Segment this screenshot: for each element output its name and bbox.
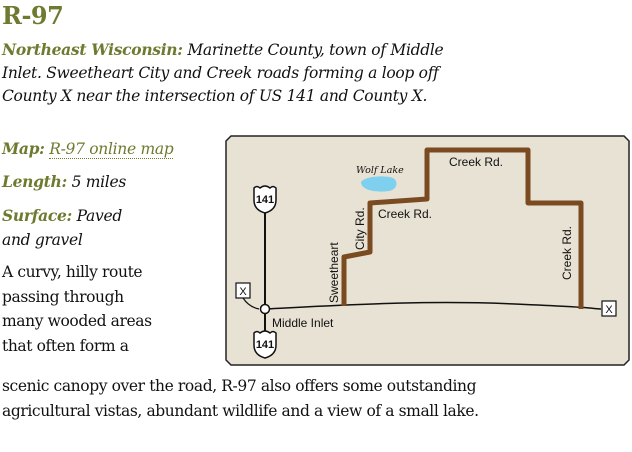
map-info: Map: R-97 online map (2, 137, 174, 161)
route-intro: Northeast Wisconsin: Marinette County, t… (2, 38, 562, 108)
length-value: 5 miles (71, 173, 127, 191)
middle-inlet-label: Middle Inlet (272, 316, 334, 330)
description-line: agricultural vistas, abundant wildlife a… (2, 402, 479, 420)
county-x-connector (242, 297, 260, 310)
county-x-shield-right-icon: X (601, 300, 617, 317)
r97-route-line (341, 147, 584, 309)
map-label: Map: (2, 139, 45, 158)
description-wide: scenic canopy over the road, R-97 also o… (2, 374, 632, 424)
wolf-lake-label: Wolf Lake (356, 165, 404, 176)
middle-inlet-junction-icon (259, 303, 271, 315)
creek-rd-top-label: Creek Rd. (449, 155, 503, 169)
county-x-shield-left-icon: X (235, 282, 251, 299)
intro-line-1: Marinette County, town of Middle (187, 41, 444, 59)
description-line: A curvy, hilly route (2, 263, 143, 281)
surface-info: Surface: Paved (2, 204, 122, 228)
length-info: Length: 5 miles (2, 170, 126, 194)
wolf-lake-icon (361, 176, 397, 192)
city-rd-label: City Rd. (353, 207, 367, 250)
creek-rd-right-label: Creek Rd. (560, 226, 574, 280)
surface-value: Paved (76, 207, 123, 225)
region-label: Northeast Wisconsin: (2, 40, 183, 59)
description-narrow: A curvy, hilly route passing through man… (2, 260, 217, 358)
surface-value-cont: and gravel (2, 231, 83, 249)
intro-line-2: Inlet. Sweetheart City and Creek roads f… (2, 64, 439, 82)
description-line: many wooded areas (2, 312, 152, 330)
description-line: scenic canopy over the road, R-97 also o… (2, 377, 477, 395)
intro-line-3: County X near the intersection of US 141… (2, 87, 428, 105)
online-map-link[interactable]: R-97 online map (49, 140, 174, 159)
us-141-shield-top-label: 141 (256, 194, 274, 206)
sweetheart-label: Sweetheart (327, 242, 341, 303)
surface-label: Surface: (2, 206, 72, 225)
county-x-left-label: X (239, 286, 247, 298)
county-x-right-label: X (605, 304, 613, 316)
description-line: passing through (2, 287, 124, 306)
route-title: R-97 (2, 1, 64, 30)
us-141-shield-top-icon: 141 (253, 185, 277, 214)
length-label: Length: (2, 172, 67, 191)
description-line: that often form a (2, 336, 129, 355)
creek-rd-lower-label: Creek Rd. (378, 207, 432, 221)
route-map: Wolf Lake 141 141 X X Middle Inlet Sweet… (225, 135, 630, 366)
county-x-road (264, 301, 602, 310)
us-141-shield-bottom-label: 141 (256, 339, 274, 351)
us-141-shield-bottom-icon: 141 (253, 330, 277, 359)
